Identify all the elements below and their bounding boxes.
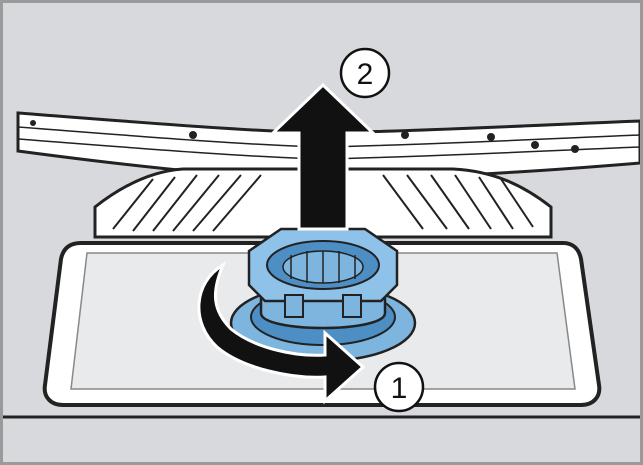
up-arrow-icon: [269, 82, 377, 231]
spray-hole: [487, 133, 495, 141]
step-2-circle: [339, 47, 391, 99]
step-2-number: 2: [357, 58, 374, 91]
step-1-number: 1: [391, 372, 408, 405]
curved-arrow-icon: [197, 261, 366, 405]
step-1-label: 1: [373, 361, 425, 413]
spray-hole: [401, 131, 409, 139]
step-2-label: 2: [339, 47, 391, 99]
spray-hole: [30, 120, 36, 126]
spray-hole: [531, 141, 539, 149]
spray-hole: [189, 131, 197, 139]
dishwasher-filter-illustration: 2 1: [3, 3, 640, 462]
cylindrical-filter: [229, 227, 417, 363]
spray-hole: [571, 145, 579, 153]
step-1-circle: [373, 361, 425, 413]
